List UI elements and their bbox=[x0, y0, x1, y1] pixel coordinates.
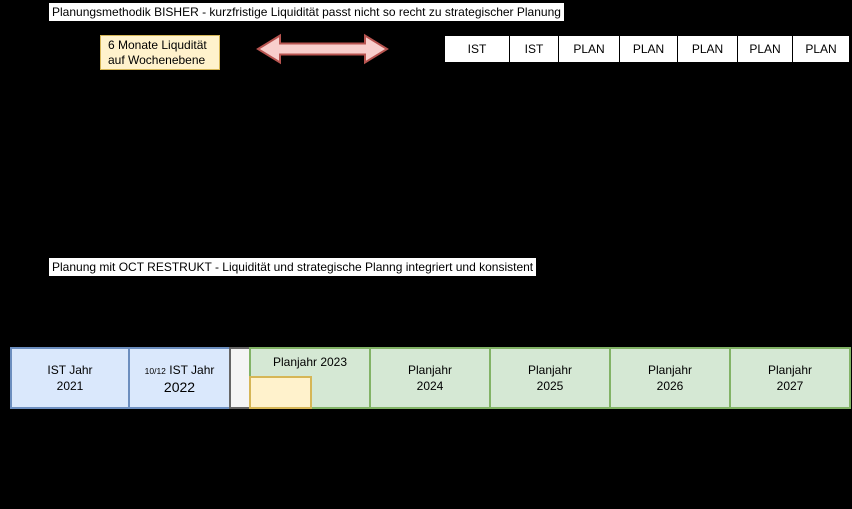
title-planungsmethodik-bisher: Planungsmethodik BISHER - kurzfristige L… bbox=[49, 3, 564, 21]
timeline-2022-label: 10/12 IST Jahr bbox=[145, 362, 215, 379]
title-oct-restrukt: Planung mit OCT RESTRUKT - Liquidität un… bbox=[49, 258, 537, 276]
timeline-box-planjahr-2023: Planjahr 2023 bbox=[249, 347, 371, 409]
note-line-2: auf Wochenebene bbox=[108, 52, 206, 67]
timeline-2023-label: Planjahr 2023 bbox=[272, 355, 348, 369]
timeline-2024-year: 2024 bbox=[416, 379, 444, 393]
period-cell-plan-4: PLAN bbox=[737, 35, 793, 63]
timeline-2027-label: Planjahr bbox=[767, 363, 813, 377]
timeline-box-ist-2021: IST Jahr 2021 bbox=[10, 347, 130, 409]
timeline-2026-label: Planjahr bbox=[647, 363, 693, 377]
timeline-2022-year: 2022 bbox=[163, 378, 196, 395]
timeline-2027-year: 2027 bbox=[776, 379, 804, 393]
timeline-2021-year: 2021 bbox=[56, 379, 84, 393]
timeline-2025-year: 2025 bbox=[536, 379, 564, 393]
timeline-row: IST Jahr 2021 10/12 IST Jahr 2022 Planja… bbox=[10, 347, 851, 409]
timeline-box-planjahr-2027: Planjahr 2027 bbox=[729, 347, 851, 409]
period-cell-plan-5: PLAN bbox=[792, 35, 850, 63]
period-cell-plan-3: PLAN bbox=[677, 35, 738, 63]
period-row: IST IST PLAN PLAN PLAN PLAN PLAN bbox=[444, 35, 850, 63]
period-cell-plan-1: PLAN bbox=[558, 35, 620, 63]
note-line-1: 6 Monate Liqudität bbox=[108, 37, 207, 52]
period-cell-ist-1: IST bbox=[444, 35, 510, 63]
timeline-2023-liquidity-subbox bbox=[249, 376, 312, 409]
timeline-2022-fraction: 10/12 bbox=[144, 365, 166, 376]
timeline-gap-box bbox=[229, 347, 251, 409]
timeline-box-planjahr-2024: Planjahr 2024 bbox=[369, 347, 491, 409]
timeline-box-ist-2022: 10/12 IST Jahr 2022 bbox=[128, 347, 231, 409]
timeline-2026-year: 2026 bbox=[656, 379, 684, 393]
period-cell-plan-2: PLAN bbox=[619, 35, 678, 63]
period-cell-ist-2: IST bbox=[509, 35, 559, 63]
timeline-2022-label-text: IST Jahr bbox=[165, 362, 215, 377]
timeline-box-planjahr-2026: Planjahr 2026 bbox=[609, 347, 731, 409]
double-arrow-icon bbox=[256, 32, 389, 66]
timeline-2024-label: Planjahr bbox=[407, 363, 453, 377]
timeline-box-planjahr-2025: Planjahr 2025 bbox=[489, 347, 611, 409]
timeline-2021-label: IST Jahr bbox=[47, 363, 93, 377]
note-liquiditaet-box: 6 Monate Liqudität auf Wochenebene bbox=[100, 35, 220, 70]
timeline-2025-label: Planjahr bbox=[527, 363, 573, 377]
